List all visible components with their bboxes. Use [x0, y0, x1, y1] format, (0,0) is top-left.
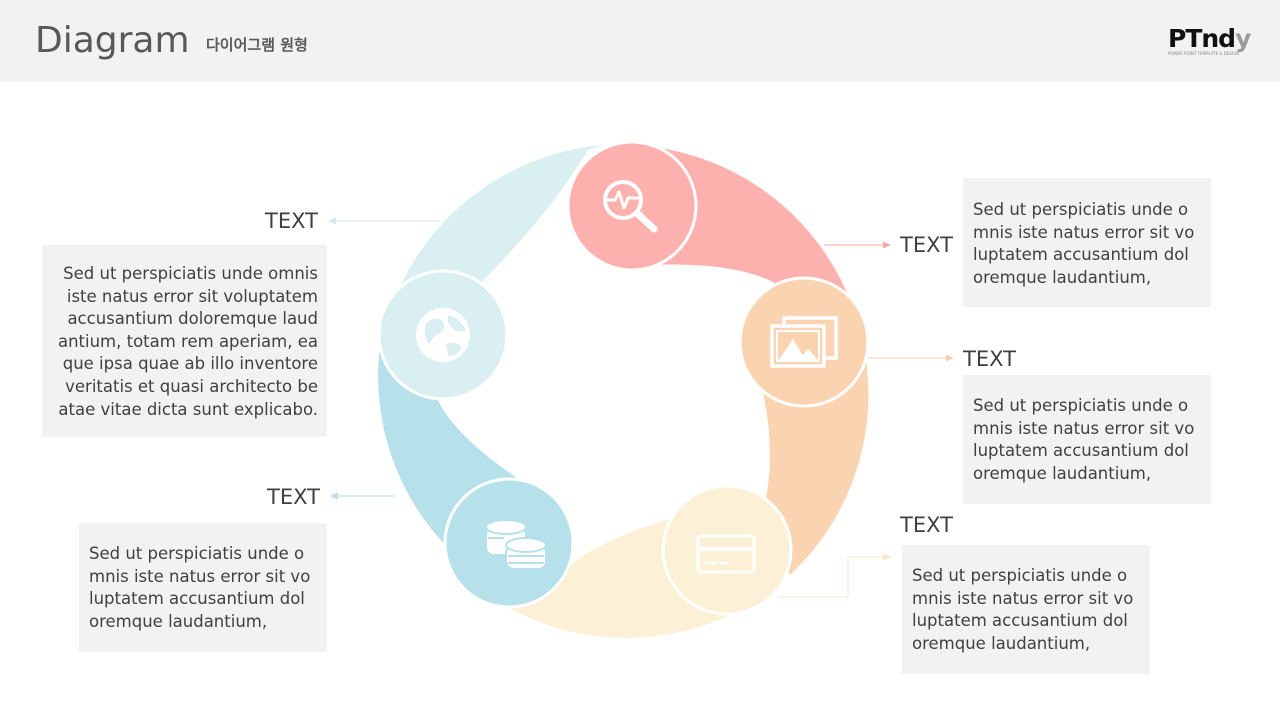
text-line: antium, totam rem aperiam, ea [57, 331, 318, 351]
text-line: luptatem accusantium dol [89, 589, 305, 609]
text-line: mnis iste natus error sit vo [89, 566, 311, 586]
text-line: mnis iste natus error sit vo [973, 418, 1195, 438]
connector-lines [328, 217, 954, 598]
label-globe: TEXT [265, 209, 318, 233]
arrow-coins-icon [330, 492, 338, 500]
text-line: mnis iste natus error sit vo [973, 222, 1195, 242]
text-box-card: Sed ut perspiciatis unde o mnis iste nat… [902, 545, 1150, 674]
text-line: Sed ut perspiciatis unde o [912, 566, 1128, 585]
globe-icon [416, 308, 470, 362]
label-coins: TEXT [267, 485, 320, 509]
label-images: TEXT [963, 347, 1016, 371]
text-line: mnis iste natus error sit vo [912, 588, 1134, 608]
text-line: atae vitae dicta sunt explicabo. [58, 399, 318, 419]
text-line: Sed ut perspiciatis unde o [973, 200, 1189, 219]
page-title: Diagram [35, 20, 190, 61]
text-line: luptatem accusantium dol [912, 611, 1128, 631]
connector-card [778, 556, 885, 598]
text-line: Sed ut perspiciatis unde o [89, 544, 305, 563]
ptndy-logo: PTndy POWER POINT TEMPLATE & DESIGN [1168, 26, 1258, 58]
text-line: Sed ut perspiciatis unde omnis [63, 264, 318, 283]
arrow-images-icon [946, 354, 954, 362]
text-line: oremque laudantium, [89, 611, 268, 631]
text-line: oremque laudantium, [973, 267, 1152, 287]
text-line: Sed ut perspiciatis unde o [973, 396, 1189, 415]
node-analysis [566, 140, 698, 272]
text-box-globe: Sed ut perspiciatis unde omnis iste natu… [42, 245, 327, 437]
label-analysis: TEXT [900, 233, 953, 257]
text-line: veritatis et quasi architecto be [65, 376, 318, 396]
text-line: accusantium doloremque laud [67, 309, 318, 329]
label-card: TEXT [900, 513, 953, 537]
magnifier-pulse-icon [603, 180, 658, 233]
logo-tagline: POWER POINT TEMPLATE & DESIGN [1168, 51, 1240, 56]
ring-segment-orange [760, 360, 869, 575]
logo-wordmark: PTndy [1168, 24, 1251, 53]
text-line: que ipsa quae ab illo inventore [62, 354, 318, 374]
page-subtitle: 다이어그램 원형 [206, 36, 308, 54]
text-box-coins: Sed ut perspiciatis unde o mnis iste nat… [79, 523, 327, 652]
text-line: oremque laudantium, [912, 633, 1091, 653]
coins-icon [485, 519, 547, 570]
images-icon [770, 316, 838, 368]
text-box-analysis: Sed ut perspiciatis unde o mnis iste nat… [963, 178, 1211, 307]
arrow-globe-icon [328, 217, 336, 225]
ring-segment-red [650, 148, 850, 300]
header-bar: Diagram 다이어그램 원형 PTndy POWER POINT TEMPL… [0, 0, 1280, 82]
arrow-card-icon [883, 553, 891, 561]
text-line: luptatem accusantium dol [973, 245, 1189, 265]
text-line: iste natus error sit voluptatem [66, 286, 318, 306]
credit-card-icon [696, 534, 756, 574]
text-line: luptatem accusantium dol [973, 441, 1189, 461]
text-box-images: Sed ut perspiciatis unde o mnis iste nat… [963, 375, 1211, 504]
arrow-analysis-icon [883, 241, 891, 249]
text-line: oremque laudantium, [973, 463, 1152, 483]
